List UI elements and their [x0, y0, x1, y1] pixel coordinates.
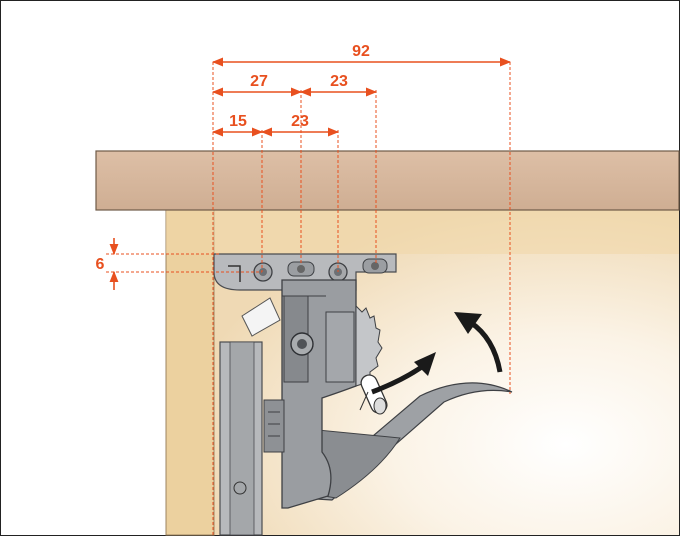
hinge-body	[281, 279, 357, 509]
dimension-lines	[109, 57, 512, 290]
tabletop-underside	[166, 210, 679, 254]
dim-label-27: 27	[250, 73, 268, 90]
dim-label-15: 15	[229, 113, 247, 130]
tabletop	[95, 150, 680, 211]
drawer-side-rail	[219, 341, 285, 536]
dim-label-6: 6	[96, 256, 105, 273]
motion-arrow-small	[371, 352, 436, 395]
dim-label-23-upper: 23	[330, 73, 348, 90]
dim-label-92: 92	[352, 43, 370, 60]
cabinet-side-panel	[165, 209, 215, 536]
spacer-wedge	[241, 297, 281, 337]
extension-lines	[106, 62, 511, 535]
dim-label-23-lower: 23	[291, 113, 309, 130]
motion-arrow-large	[454, 312, 503, 373]
